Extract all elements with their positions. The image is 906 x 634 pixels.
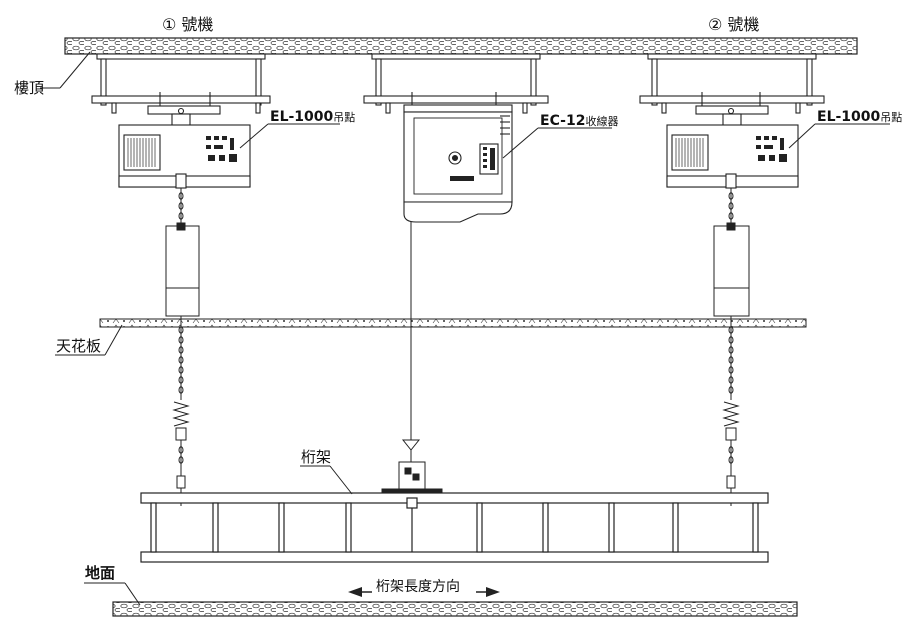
left-hoist-leader — [239, 123, 340, 149]
arrow-label-bg — [372, 578, 476, 594]
truss — [140, 492, 769, 563]
truss-label: 桁架 — [301, 448, 331, 466]
ground-label: 地面 — [85, 564, 115, 582]
roof-label: 樓頂 — [14, 79, 44, 97]
middle-bracket — [363, 53, 549, 114]
roof-slab — [64, 37, 858, 55]
ceiling-label: 天花板 — [56, 337, 101, 355]
roof-leader — [40, 51, 91, 89]
right-bracket — [639, 53, 825, 114]
direction-label: 桁架長度方向 — [376, 579, 460, 595]
right-chain-assembly — [713, 188, 750, 506]
truss-leader — [300, 465, 353, 495]
ceiling-leader — [55, 324, 123, 356]
left-chain-assembly — [165, 188, 200, 506]
left-hoist — [118, 92, 251, 189]
ground-slab — [112, 601, 798, 617]
winder-label: EC-12收線器 — [540, 113, 618, 129]
winder-ec12 — [403, 92, 513, 223]
left-bracket — [91, 53, 271, 114]
cable-terminal — [381, 439, 443, 494]
right-hoist-label: EL-1000吊點 — [817, 109, 902, 125]
right-hoist — [666, 92, 799, 189]
winder-leader — [502, 127, 612, 159]
unit2-label: ② 號機 — [708, 15, 759, 34]
ground-leader — [84, 582, 141, 606]
ceiling-slab — [99, 318, 807, 328]
left-hoist-label: EL-1000吊點 — [270, 109, 355, 125]
unit1-label: ① 號機 — [162, 15, 213, 34]
right-hoist-leader — [788, 123, 890, 149]
